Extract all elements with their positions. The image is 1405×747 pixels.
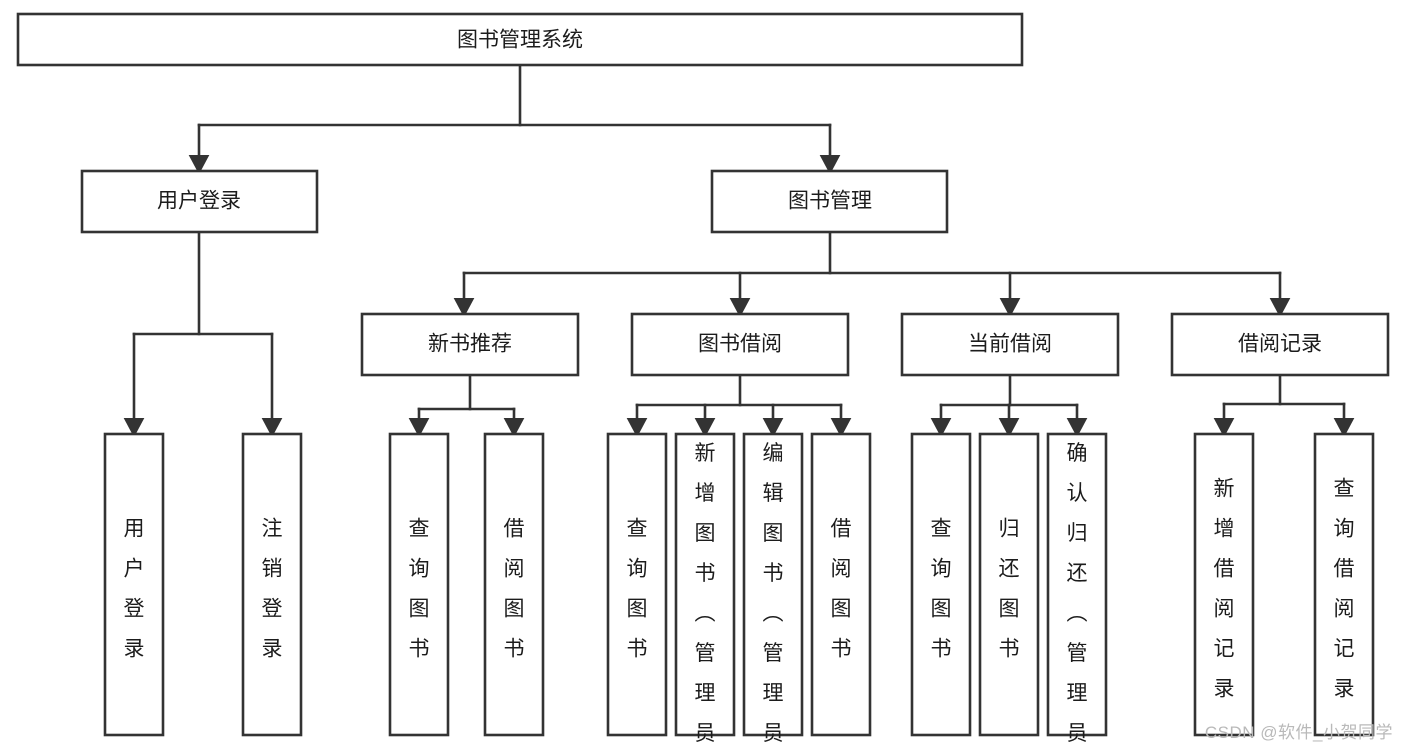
node-borrow-record-label: 借阅记录 <box>1238 333 1322 356</box>
leaf-label-query-book-newbook: 查询图书 <box>409 518 430 661</box>
node-book-manage[interactable]: 图书管理 <box>710 169 949 234</box>
node-book-borrow-label: 图书借阅 <box>698 333 782 356</box>
node-book-manage-box <box>710 169 949 234</box>
leaf-box-query-book-borrow <box>606 432 668 737</box>
leaf-box-add-borrow-record <box>1193 432 1255 737</box>
node-current-borrow-box <box>900 312 1120 377</box>
leaf-label-borrow-book: 借阅图书 <box>831 518 852 661</box>
leaf-node[interactable]: 查询图书 <box>606 432 668 737</box>
leaf-node[interactable]: 归还图书 <box>978 432 1040 737</box>
connector-layer <box>123 63 1355 438</box>
node-book-borrow[interactable]: 图书借阅 <box>630 312 850 377</box>
leaf-box-user-login <box>103 432 165 737</box>
leaf-node[interactable]: 借阅图书 <box>483 432 545 737</box>
leaf-node[interactable]: 确认归还︵管理员︶ <box>1046 432 1108 747</box>
leaf-box-query-book-newbook <box>388 432 450 737</box>
leaf-label-confirm-return-admin: 确认归还︵管理员︶ <box>1067 442 1088 747</box>
leaf-label-return-book: 归还图书 <box>999 518 1020 661</box>
leaf-box-logout <box>241 432 303 737</box>
leaf-label-add-book-admin: 新增图书︵管理员︶ <box>695 442 716 747</box>
leaf-label-add-borrow-record: 新增借阅记录 <box>1214 478 1235 701</box>
node-new-book-recommend-label: 新书推荐 <box>428 333 512 356</box>
leaf-label-edit-book-admin: 编辑图书︵管理员︶ <box>763 442 784 747</box>
leaf-label-query-book-current: 查询图书 <box>931 518 952 661</box>
leaf-node[interactable]: 查询借阅记录 <box>1313 432 1375 737</box>
leaf-node[interactable]: 查询图书 <box>910 432 972 737</box>
node-root-label: 图书管理系统 <box>457 29 583 52</box>
leaf-node[interactable]: 新增图书︵管理员︶ <box>674 432 736 747</box>
leaf-node[interactable]: 查询图书 <box>388 432 450 737</box>
leaf-box-return-book <box>978 432 1040 737</box>
node-current-borrow[interactable]: 当前借阅 <box>900 312 1120 377</box>
leaf-node[interactable]: 编辑图书︵管理员︶ <box>742 432 804 747</box>
leaf-box-edit-book-admin <box>742 432 804 737</box>
leaf-node[interactable]: 借阅图书 <box>810 432 872 737</box>
node-user-login[interactable]: 用户登录 <box>80 169 319 234</box>
leaf-box-query-book-current <box>910 432 972 737</box>
leaf-label-query-book-borrow: 查询图书 <box>627 518 648 661</box>
node-root[interactable]: 图书管理系统 <box>16 12 1024 67</box>
leaf-label-user-login: 用户登录 <box>124 518 145 661</box>
leaf-box-add-book-admin <box>674 432 736 737</box>
node-user-login-box <box>80 169 319 234</box>
node-book-borrow-box <box>630 312 850 377</box>
node-root-box <box>16 12 1024 67</box>
node-book-manage-label: 图书管理 <box>788 190 872 213</box>
leaf-box-confirm-return-admin <box>1046 432 1108 737</box>
node-current-borrow-label: 当前借阅 <box>968 333 1052 356</box>
node-borrow-record-box <box>1170 312 1390 377</box>
node-user-login-label: 用户登录 <box>157 190 241 213</box>
leaf-node[interactable]: 注销登录 <box>241 432 303 737</box>
leaf-box-query-borrow-record <box>1313 432 1375 737</box>
leaf-label-borrow-book-newbook: 借阅图书 <box>504 518 525 661</box>
leaf-box-borrow-book-newbook <box>483 432 545 737</box>
leaf-label-logout: 注销登录 <box>262 518 283 661</box>
leaf-box-borrow-book <box>810 432 872 737</box>
node-new-book-recommend-box <box>360 312 580 377</box>
leaf-node[interactable]: 用户登录 <box>103 432 165 737</box>
leaf-node[interactable]: 新增借阅记录 <box>1193 432 1255 737</box>
leaf-label-query-borrow-record: 查询借阅记录 <box>1334 478 1355 701</box>
node-borrow-record[interactable]: 借阅记录 <box>1170 312 1390 377</box>
node-new-book-recommend[interactable]: 新书推荐 <box>360 312 580 377</box>
